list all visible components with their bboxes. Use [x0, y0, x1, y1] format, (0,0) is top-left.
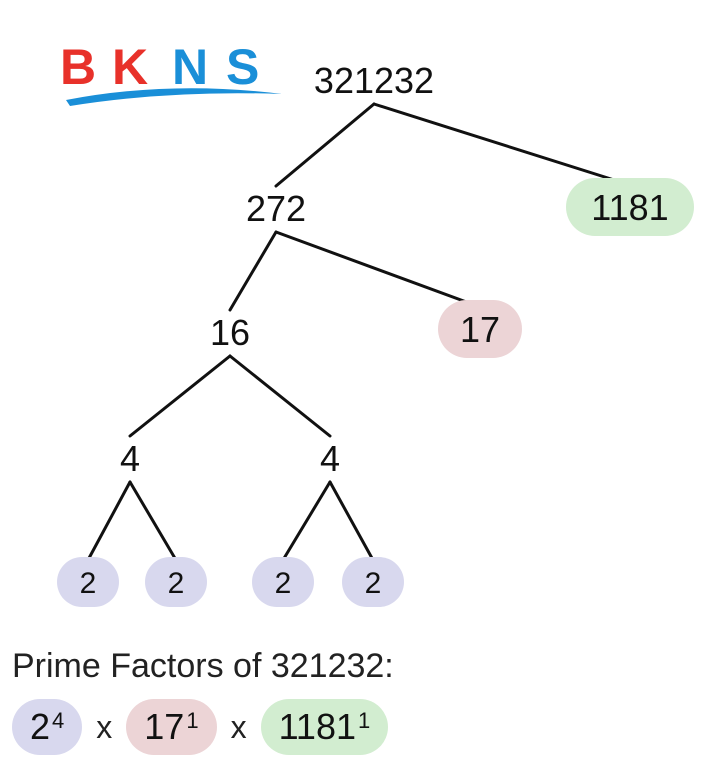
- tree-node: 4: [320, 438, 340, 479]
- tree-node: 16: [210, 312, 250, 353]
- tree-edge: [128, 480, 178, 562]
- tree-node: 4: [120, 438, 140, 479]
- prime-factors-caption: Prime Factors of 321232:: [12, 647, 394, 685]
- node-label: 2: [168, 567, 185, 600]
- multiply-sign: x: [230, 708, 247, 745]
- tree-node: 2: [342, 557, 404, 607]
- tree-edge: [274, 102, 376, 188]
- tree-node: 2: [145, 557, 207, 607]
- node-label: 17: [460, 309, 500, 350]
- node-label: 2: [275, 567, 292, 600]
- node-highlight: [252, 557, 314, 607]
- node-highlight: [57, 557, 119, 607]
- tree-node: 321232: [314, 60, 434, 101]
- factor-base: 17: [144, 706, 185, 747]
- factor-exponent: 4: [52, 708, 65, 733]
- node-highlight: [342, 557, 404, 607]
- node-label: 272: [246, 188, 306, 229]
- tree-node: 17: [438, 300, 522, 358]
- tree-node: 2: [252, 557, 314, 607]
- logo-letter: K: [112, 39, 148, 95]
- factor-base: 1181: [278, 706, 356, 747]
- node-label: 1181: [591, 187, 668, 228]
- node-label: 16: [210, 312, 250, 353]
- tree-edges: [86, 102, 632, 562]
- tree-node: 1181: [566, 178, 694, 236]
- node-highlight: [438, 300, 522, 358]
- factor-exponent: 1: [186, 708, 199, 733]
- node-highlight: [566, 178, 694, 236]
- factor-exponent: 1: [358, 708, 371, 733]
- node-label: 2: [80, 567, 97, 600]
- tree-node: 2: [57, 557, 119, 607]
- tree-edge: [281, 480, 332, 562]
- tree-edge: [86, 480, 132, 562]
- logo-letter: N: [172, 39, 208, 95]
- node-label: 2: [365, 567, 382, 600]
- tree-edge: [128, 354, 232, 438]
- logo-letter: B: [60, 39, 96, 95]
- node-label: 4: [120, 438, 140, 479]
- tree-nodes: 321232 272 1181 16 17 4 4 2 2 2 2: [57, 60, 694, 607]
- logo-letter: S: [226, 39, 259, 95]
- tree-node: 272: [246, 188, 306, 229]
- tree-edge: [372, 102, 632, 187]
- node-label: 321232: [314, 60, 434, 101]
- tree-edge: [274, 230, 482, 309]
- tree-edge: [328, 480, 375, 562]
- node-label: 4: [320, 438, 340, 479]
- multiply-sign: x: [96, 708, 113, 745]
- tree-edge: [228, 354, 332, 438]
- logo-swoosh: [66, 88, 282, 106]
- node-highlight: [145, 557, 207, 607]
- tree-edge: [228, 230, 278, 312]
- factor-base: 2: [30, 706, 51, 747]
